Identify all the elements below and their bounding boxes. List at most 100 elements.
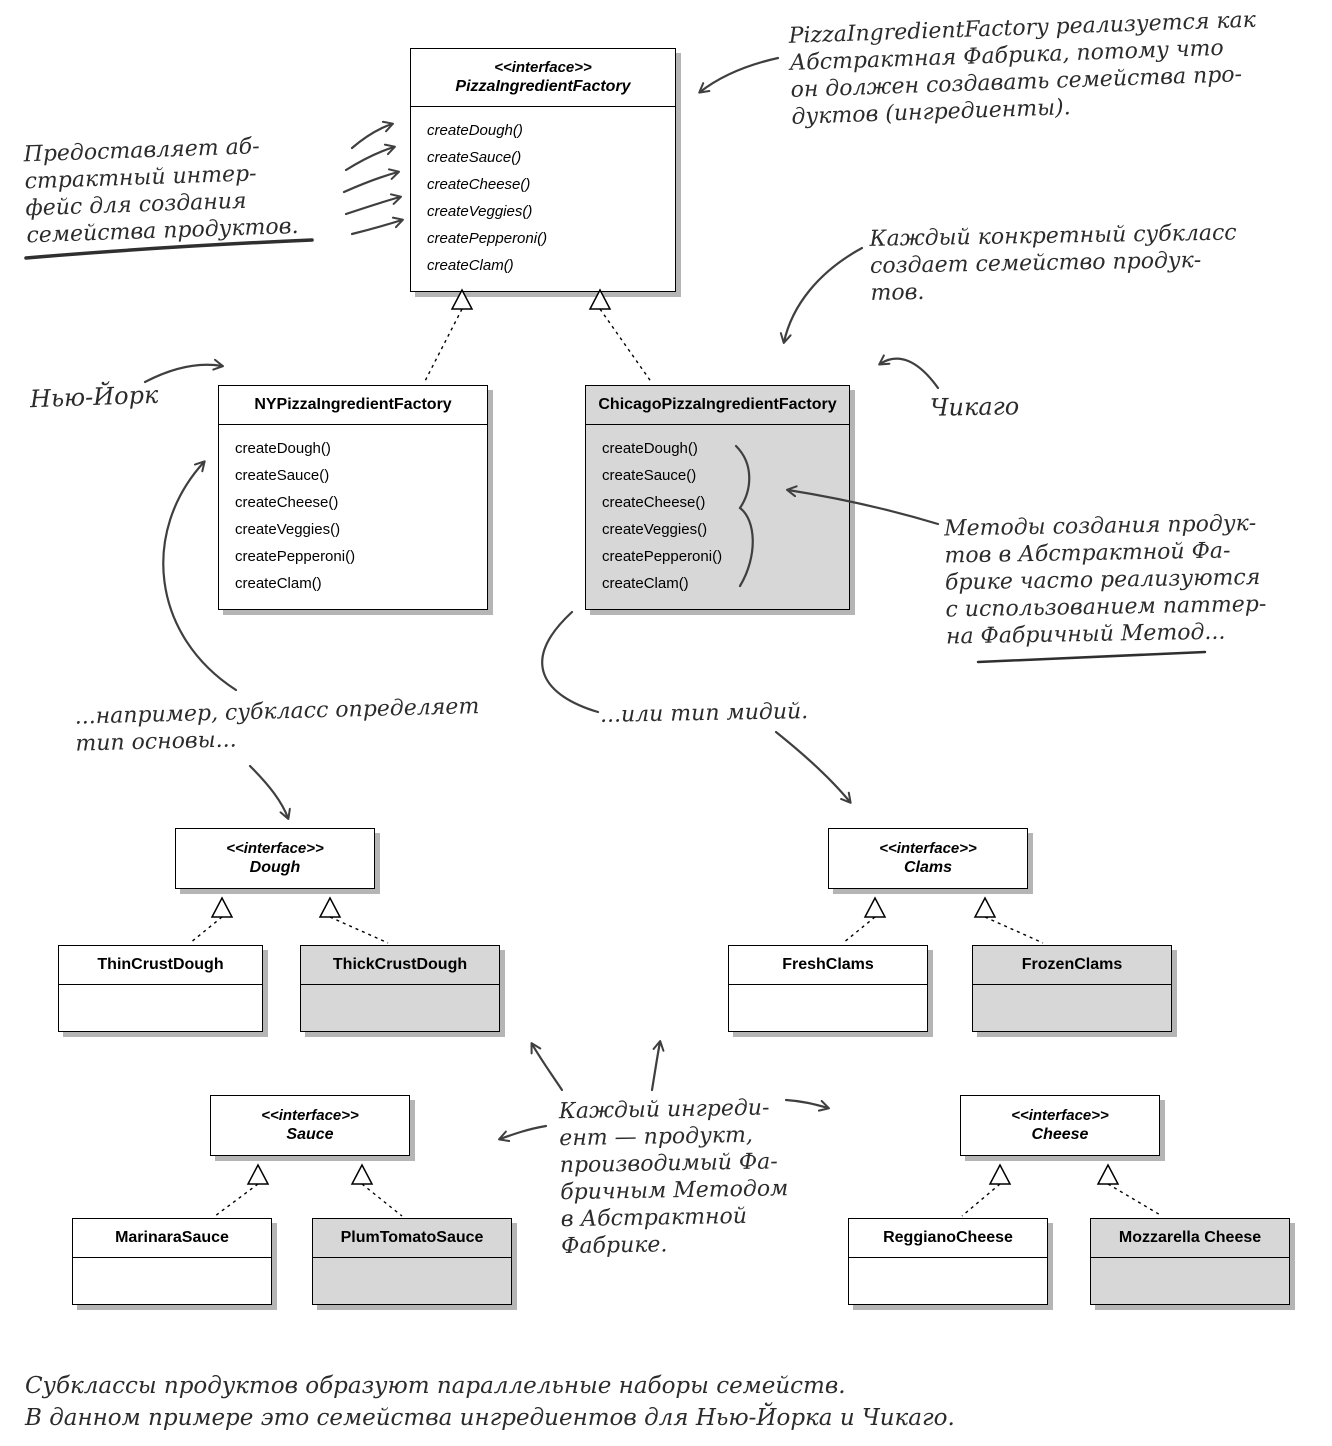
method: createCheese() <box>602 494 706 511</box>
arrow-example-to-dough <box>248 764 291 820</box>
realization-line-thincrust <box>189 916 223 944</box>
method: createVeggies() <box>427 203 533 220</box>
class-thin-crust-dough: ThinCrustDough <box>58 945 263 1032</box>
method-list: createDough() createSauce() createCheese… <box>586 425 849 609</box>
class-name: MarinaraSauce <box>115 1229 229 1246</box>
triangle-icon <box>973 896 997 918</box>
underline-factory-method <box>976 650 1207 664</box>
annotation-each-subclass: Каждый конкретный субкласс создает семей… <box>869 218 1310 307</box>
class-header: ReggianoCheese <box>849 1219 1047 1258</box>
method: createCheese() <box>427 176 531 193</box>
method: createVeggies() <box>235 521 341 538</box>
class-marinara-sauce: MarinaraSauce <box>72 1218 272 1305</box>
class-name: PizzaIngredientFactory <box>455 78 631 95</box>
class-pizza-ingredient-factory: <<interface>> PizzaIngredientFactory cre… <box>410 48 676 292</box>
annotation-factory-method: Методы создания продук- тов в Абстрактно… <box>944 509 1332 651</box>
annotation-provides-interface: Предоставляет аб- страктный интер- фейс … <box>23 131 337 250</box>
stereotype-label: <<interface>> <box>879 840 977 857</box>
class-name: PlumTomatoSauce <box>340 1229 484 1246</box>
class-ny-pizza-ingredient-factory: NYPizzaIngredientFactory createDough() c… <box>218 385 488 610</box>
class-header: Mozzarella Cheese <box>1091 1219 1289 1258</box>
class-name: ThickCrustDough <box>332 956 468 973</box>
annotation-line: на Фабричный Метод... <box>945 619 1226 650</box>
realization-line-frozenclams <box>984 916 1044 944</box>
arrow-subclass-to-chicago <box>779 246 864 344</box>
realization-line-reggiano <box>961 1183 1001 1217</box>
class-body <box>59 985 262 1031</box>
method: createSauce() <box>602 467 697 484</box>
class-header: ThinCrustDough <box>59 946 262 985</box>
class-header: <<interface>> PizzaIngredientFactory <box>411 49 675 107</box>
stereotype-label: <<interface>> <box>261 1107 359 1124</box>
class-fresh-clams: FreshClams <box>728 945 928 1032</box>
annotation-line: Чикаго <box>929 392 1020 422</box>
method: createPepperoni() <box>235 548 356 565</box>
class-plum-tomato-sauce: PlumTomatoSauce <box>312 1218 512 1305</box>
realization-line-ny <box>423 308 463 384</box>
method-list: createDough() createSauce() createCheese… <box>411 107 675 291</box>
method: createVeggies() <box>602 521 708 538</box>
interface-clams: <<interface>> Clams <box>828 828 1028 889</box>
annotation-realized-as: PizzaIngredientFactory реализуется как А… <box>788 5 1301 131</box>
class-header: ThickCrustDough <box>301 946 499 985</box>
class-body <box>1091 1258 1289 1304</box>
realization-line-marinara <box>214 1183 259 1217</box>
class-name: ThinCrustDough <box>97 956 224 973</box>
annotation-line: В данном примере это семейства ингредиен… <box>25 1405 955 1431</box>
arrow-fan-icon <box>342 168 400 194</box>
class-name: NYPizzaIngredientFactory <box>254 396 452 413</box>
interface-cheese: <<interface>> Cheese <box>960 1095 1160 1156</box>
class-body <box>301 985 499 1031</box>
method: createDough() <box>427 122 523 139</box>
arrow-chicago-label <box>878 354 940 390</box>
class-name: Mozzarella Cheese <box>1118 1229 1262 1246</box>
class-header: MarinaraSauce <box>73 1219 271 1258</box>
arrow-fan-icon <box>350 216 404 236</box>
realization-line-freshclams <box>842 916 876 944</box>
arrow-fan-icon <box>344 143 396 172</box>
arrow-ingredient-upleft <box>530 1042 564 1092</box>
class-name: Cheese <box>1031 1126 1089 1143</box>
stereotype-label: <<interface>> <box>494 59 592 76</box>
class-name: Dough <box>249 859 301 876</box>
stereotype-label: <<interface>> <box>1011 1107 1109 1124</box>
class-body <box>73 1258 271 1304</box>
interface-dough: <<interface>> Dough <box>175 828 375 889</box>
triangle-icon <box>588 288 612 310</box>
class-mozzarella-cheese: Mozzarella Cheese <box>1090 1218 1290 1305</box>
class-reggiano-cheese: ReggianoCheese <box>848 1218 1048 1305</box>
annotation-line: бричным Методом <box>560 1176 789 1206</box>
annotation-line: Фабрике. <box>560 1232 668 1260</box>
method: createSauce() <box>427 149 522 166</box>
class-header: FreshClams <box>729 946 927 985</box>
annotation-dough-example: ...например, субкласс определяет тип осн… <box>74 692 505 757</box>
realization-line-plumtomato <box>361 1183 403 1217</box>
class-name: Clams <box>903 859 953 876</box>
method: createPepperoni() <box>602 548 723 565</box>
method: createClam() <box>235 575 322 592</box>
class-body <box>973 985 1171 1031</box>
class-name: ReggianoCheese <box>883 1229 1013 1246</box>
annotation-bottom-caption: Субклассы продуктов образуют параллельны… <box>25 1370 1025 1434</box>
triangle-icon <box>350 1163 374 1185</box>
annotation-ingredient-product: Каждый ингреди- ент — продукт, производи… <box>559 1094 812 1260</box>
annotation-clam-example: ...или тип мидий. <box>600 698 809 729</box>
class-chicago-pizza-ingredient-factory: ChicagoPizzaIngredientFactory createDoug… <box>585 385 850 610</box>
realization-line-chicago <box>599 308 653 384</box>
method: createSauce() <box>235 467 330 484</box>
arrow-clamnote-to-clams <box>774 730 852 804</box>
annotation-line: ...или тип мидий. <box>599 699 809 728</box>
class-name: FreshClams <box>782 956 874 973</box>
method: createClam() <box>427 257 514 274</box>
class-header: FrozenClams <box>973 946 1171 985</box>
arrow-realized-to-interface <box>698 56 780 94</box>
method: createPepperoni() <box>427 230 548 247</box>
realization-line-mozzarella <box>1107 1183 1163 1217</box>
method: createDough() <box>235 440 331 457</box>
triangle-icon <box>863 896 887 918</box>
realization-line-thickcrust <box>329 916 389 944</box>
triangle-icon <box>1096 1163 1120 1185</box>
method: createDough() <box>602 440 698 457</box>
annotation-line: Нью-Йорк <box>29 380 159 414</box>
triangle-icon <box>318 896 342 918</box>
